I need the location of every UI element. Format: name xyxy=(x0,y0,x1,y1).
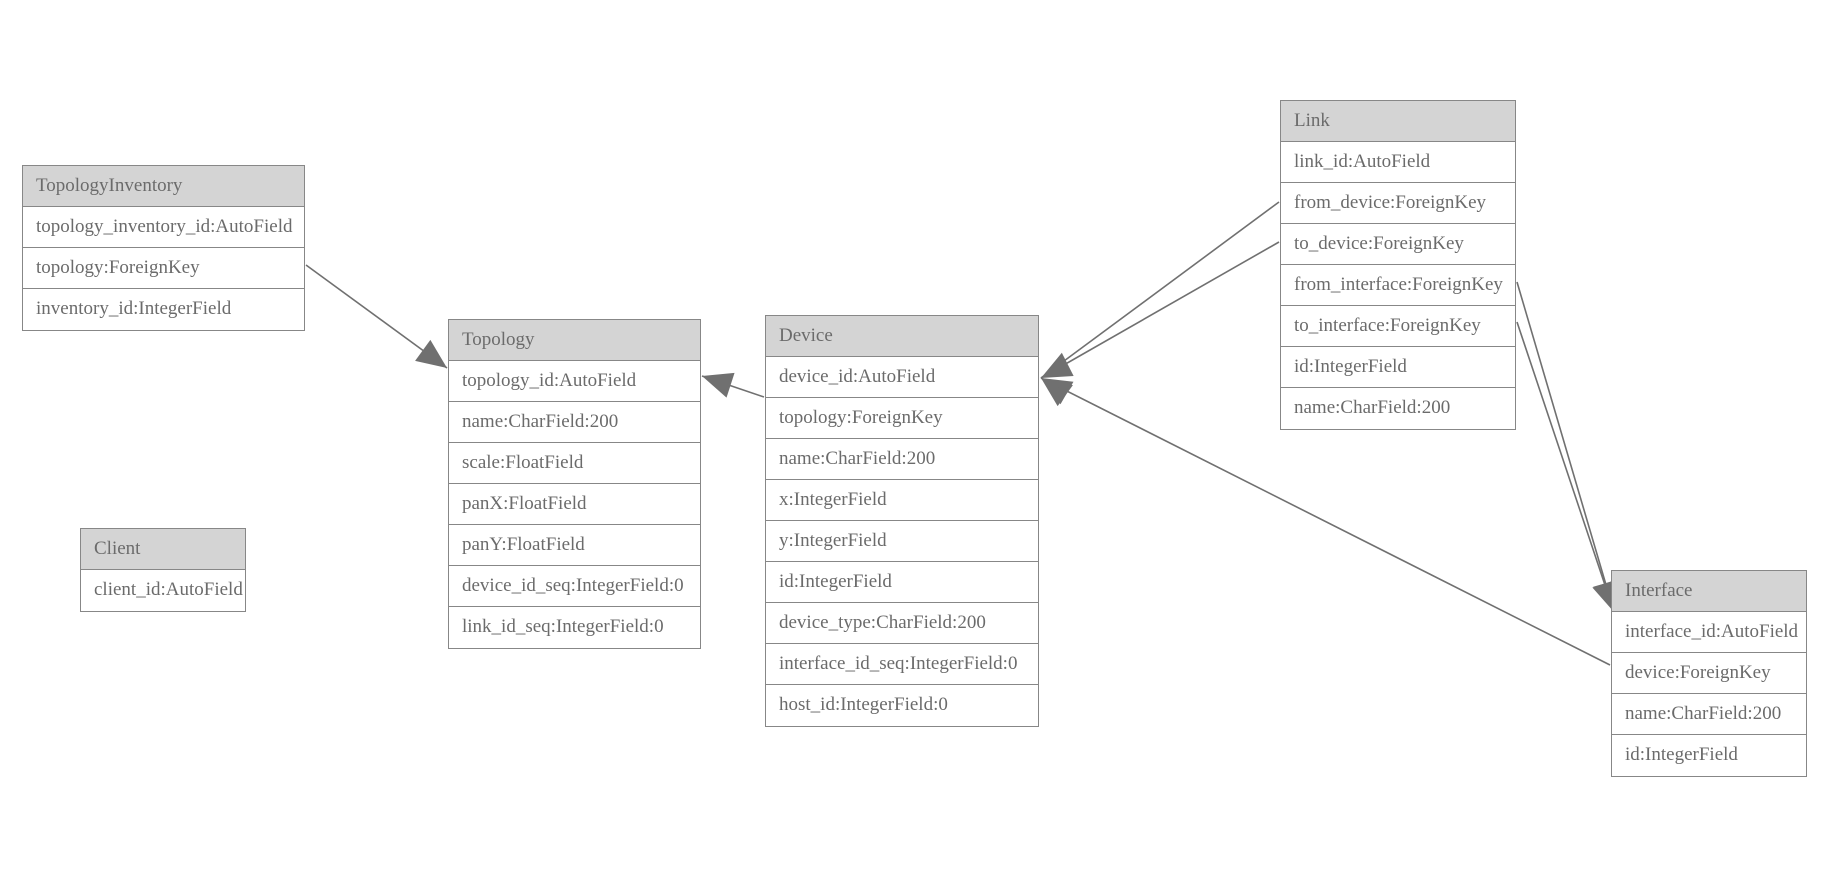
entity-field[interactable]: scale:FloatField xyxy=(449,443,700,484)
relationship-line xyxy=(1040,241,1280,379)
entity-field[interactable]: link_id:AutoField xyxy=(1281,142,1515,183)
entity-field[interactable]: host_id:IntegerField:0 xyxy=(766,685,1038,726)
entity-field[interactable]: device_id_seq:IntegerField:0 xyxy=(449,566,700,607)
entity-field[interactable]: client_id:AutoField xyxy=(81,570,245,611)
entity-field[interactable]: device_type:CharField:200 xyxy=(766,603,1038,644)
entity-field[interactable]: interface_id_seq:IntegerField:0 xyxy=(766,644,1038,685)
entity-field[interactable]: topology_id:AutoField xyxy=(449,361,700,402)
entity-field[interactable]: id:IntegerField xyxy=(1612,735,1806,776)
entity-field[interactable]: to_interface:ForeignKey xyxy=(1281,306,1515,347)
relationship-line xyxy=(701,375,765,398)
entity-field[interactable]: from_interface:ForeignKey xyxy=(1281,265,1515,306)
entity-title-client: Client xyxy=(81,529,245,570)
entity-field[interactable]: link_id_seq:IntegerField:0 xyxy=(449,607,700,648)
entity-field[interactable]: to_device:ForeignKey xyxy=(1281,224,1515,265)
entity-title-link: Link xyxy=(1281,101,1515,142)
entity-field[interactable]: panY:FloatField xyxy=(449,525,700,566)
relationship-link-from-interface-to-interface xyxy=(1516,281,1619,613)
relationship-line xyxy=(1516,281,1615,613)
relationship-link-to-device-to-device xyxy=(1040,241,1280,405)
entity-field[interactable]: x:IntegerField xyxy=(766,480,1038,521)
entity-title-topology_inventory: TopologyInventory xyxy=(23,166,304,207)
relationship-arrowhead xyxy=(1041,378,1074,405)
entity-field[interactable]: topology_inventory_id:AutoField xyxy=(23,207,304,248)
relationship-link-from-device-to-device xyxy=(1040,201,1280,407)
entity-title-interface: Interface xyxy=(1612,571,1806,612)
entity-field[interactable]: id:IntegerField xyxy=(766,562,1038,603)
entity-field[interactable]: name:CharField:200 xyxy=(1612,694,1806,735)
entity-field[interactable]: device:ForeignKey xyxy=(1612,653,1806,694)
relationship-line xyxy=(1040,201,1280,379)
entity-field[interactable]: panX:FloatField xyxy=(449,484,700,525)
entity-field[interactable]: name:CharField:200 xyxy=(449,402,700,443)
relationship-link-to-interface-to-interface xyxy=(1516,321,1618,613)
entity-field[interactable]: topology:ForeignKey xyxy=(23,248,304,289)
relationship-arrowhead xyxy=(1041,378,1073,407)
relationship-line xyxy=(305,264,448,369)
entity-field[interactable]: topology:ForeignKey xyxy=(766,398,1038,439)
entity-field[interactable]: interface_id:AutoField xyxy=(1612,612,1806,653)
entity-field[interactable]: id:IntegerField xyxy=(1281,347,1515,388)
relationship-line xyxy=(1516,321,1615,613)
entity-title-topology: Topology xyxy=(449,320,700,361)
entity-field[interactable]: inventory_id:IntegerField xyxy=(23,289,304,330)
entity-field[interactable]: name:CharField:200 xyxy=(1281,388,1515,429)
relationship-arrowhead xyxy=(1041,352,1074,378)
entity-field[interactable]: device_id:AutoField xyxy=(766,357,1038,398)
entity-field[interactable]: from_device:ForeignKey xyxy=(1281,183,1515,224)
entity-field[interactable]: y:IntegerField xyxy=(766,521,1038,562)
relationship-topologyinventory-to-topology xyxy=(305,264,448,369)
entity-title-device: Device xyxy=(766,316,1038,357)
relationship-arrowhead xyxy=(702,372,735,398)
relationship-device-to-topology xyxy=(701,372,765,398)
entity-field[interactable]: name:CharField:200 xyxy=(766,439,1038,480)
